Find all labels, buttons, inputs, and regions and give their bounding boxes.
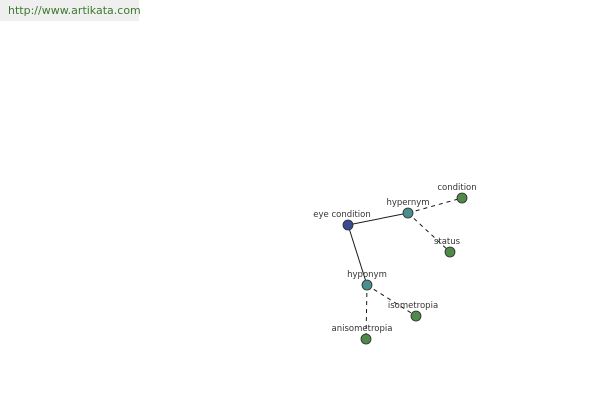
node-label-status[interactable]: status bbox=[434, 237, 461, 247]
node-dot-isometropia[interactable] bbox=[410, 310, 422, 322]
node-label-hypernym[interactable]: hypernym bbox=[386, 198, 429, 208]
node-dot-hypernym[interactable] bbox=[402, 207, 414, 219]
node-label-eye-condition[interactable]: eye condition bbox=[313, 210, 371, 220]
node-dot-anisometropia[interactable] bbox=[360, 333, 372, 345]
edge-eye-condition-to-hyponym bbox=[347, 224, 368, 286]
graph-node-status[interactable]: status bbox=[434, 237, 461, 258]
node-dot-eye-condition[interactable] bbox=[342, 219, 354, 231]
edge-hyponym-to-isometropia bbox=[366, 284, 417, 317]
edge-hyponym-to-anisometropia bbox=[365, 284, 368, 340]
graph-node-anisometropia[interactable]: anisometropia bbox=[332, 324, 393, 345]
graph-node-hyponym[interactable]: hyponym bbox=[347, 270, 387, 291]
node-label-hyponym[interactable]: hyponym bbox=[347, 270, 387, 280]
edge-hypernym-to-condition bbox=[407, 197, 463, 214]
edge-eye-condition-to-hypernym bbox=[347, 212, 409, 226]
graph-node-isometropia[interactable]: isometropia bbox=[388, 301, 438, 322]
graph-node-condition[interactable]: condition bbox=[437, 183, 477, 204]
node-label-isometropia[interactable]: isometropia bbox=[388, 301, 438, 311]
graph-node-hypernym[interactable]: hypernym bbox=[386, 198, 430, 219]
node-dot-condition[interactable] bbox=[456, 192, 468, 204]
edge-hypernym-to-status bbox=[407, 212, 451, 253]
node-label-anisometropia[interactable]: anisometropia bbox=[332, 324, 393, 334]
nodes-layer: eye condition hypernym hyponym condition sta… bbox=[313, 183, 477, 345]
site-url-link[interactable]: http://www.artikata.com bbox=[8, 4, 141, 17]
node-dot-status[interactable] bbox=[444, 246, 456, 258]
graph-node-eye-condition[interactable]: eye condition bbox=[313, 210, 371, 231]
url-banner[interactable]: http://www.artikata.com bbox=[0, 0, 141, 21]
node-dot-hyponym[interactable] bbox=[361, 279, 373, 291]
node-label-condition[interactable]: condition bbox=[437, 183, 476, 193]
edges-layer bbox=[347, 197, 463, 340]
